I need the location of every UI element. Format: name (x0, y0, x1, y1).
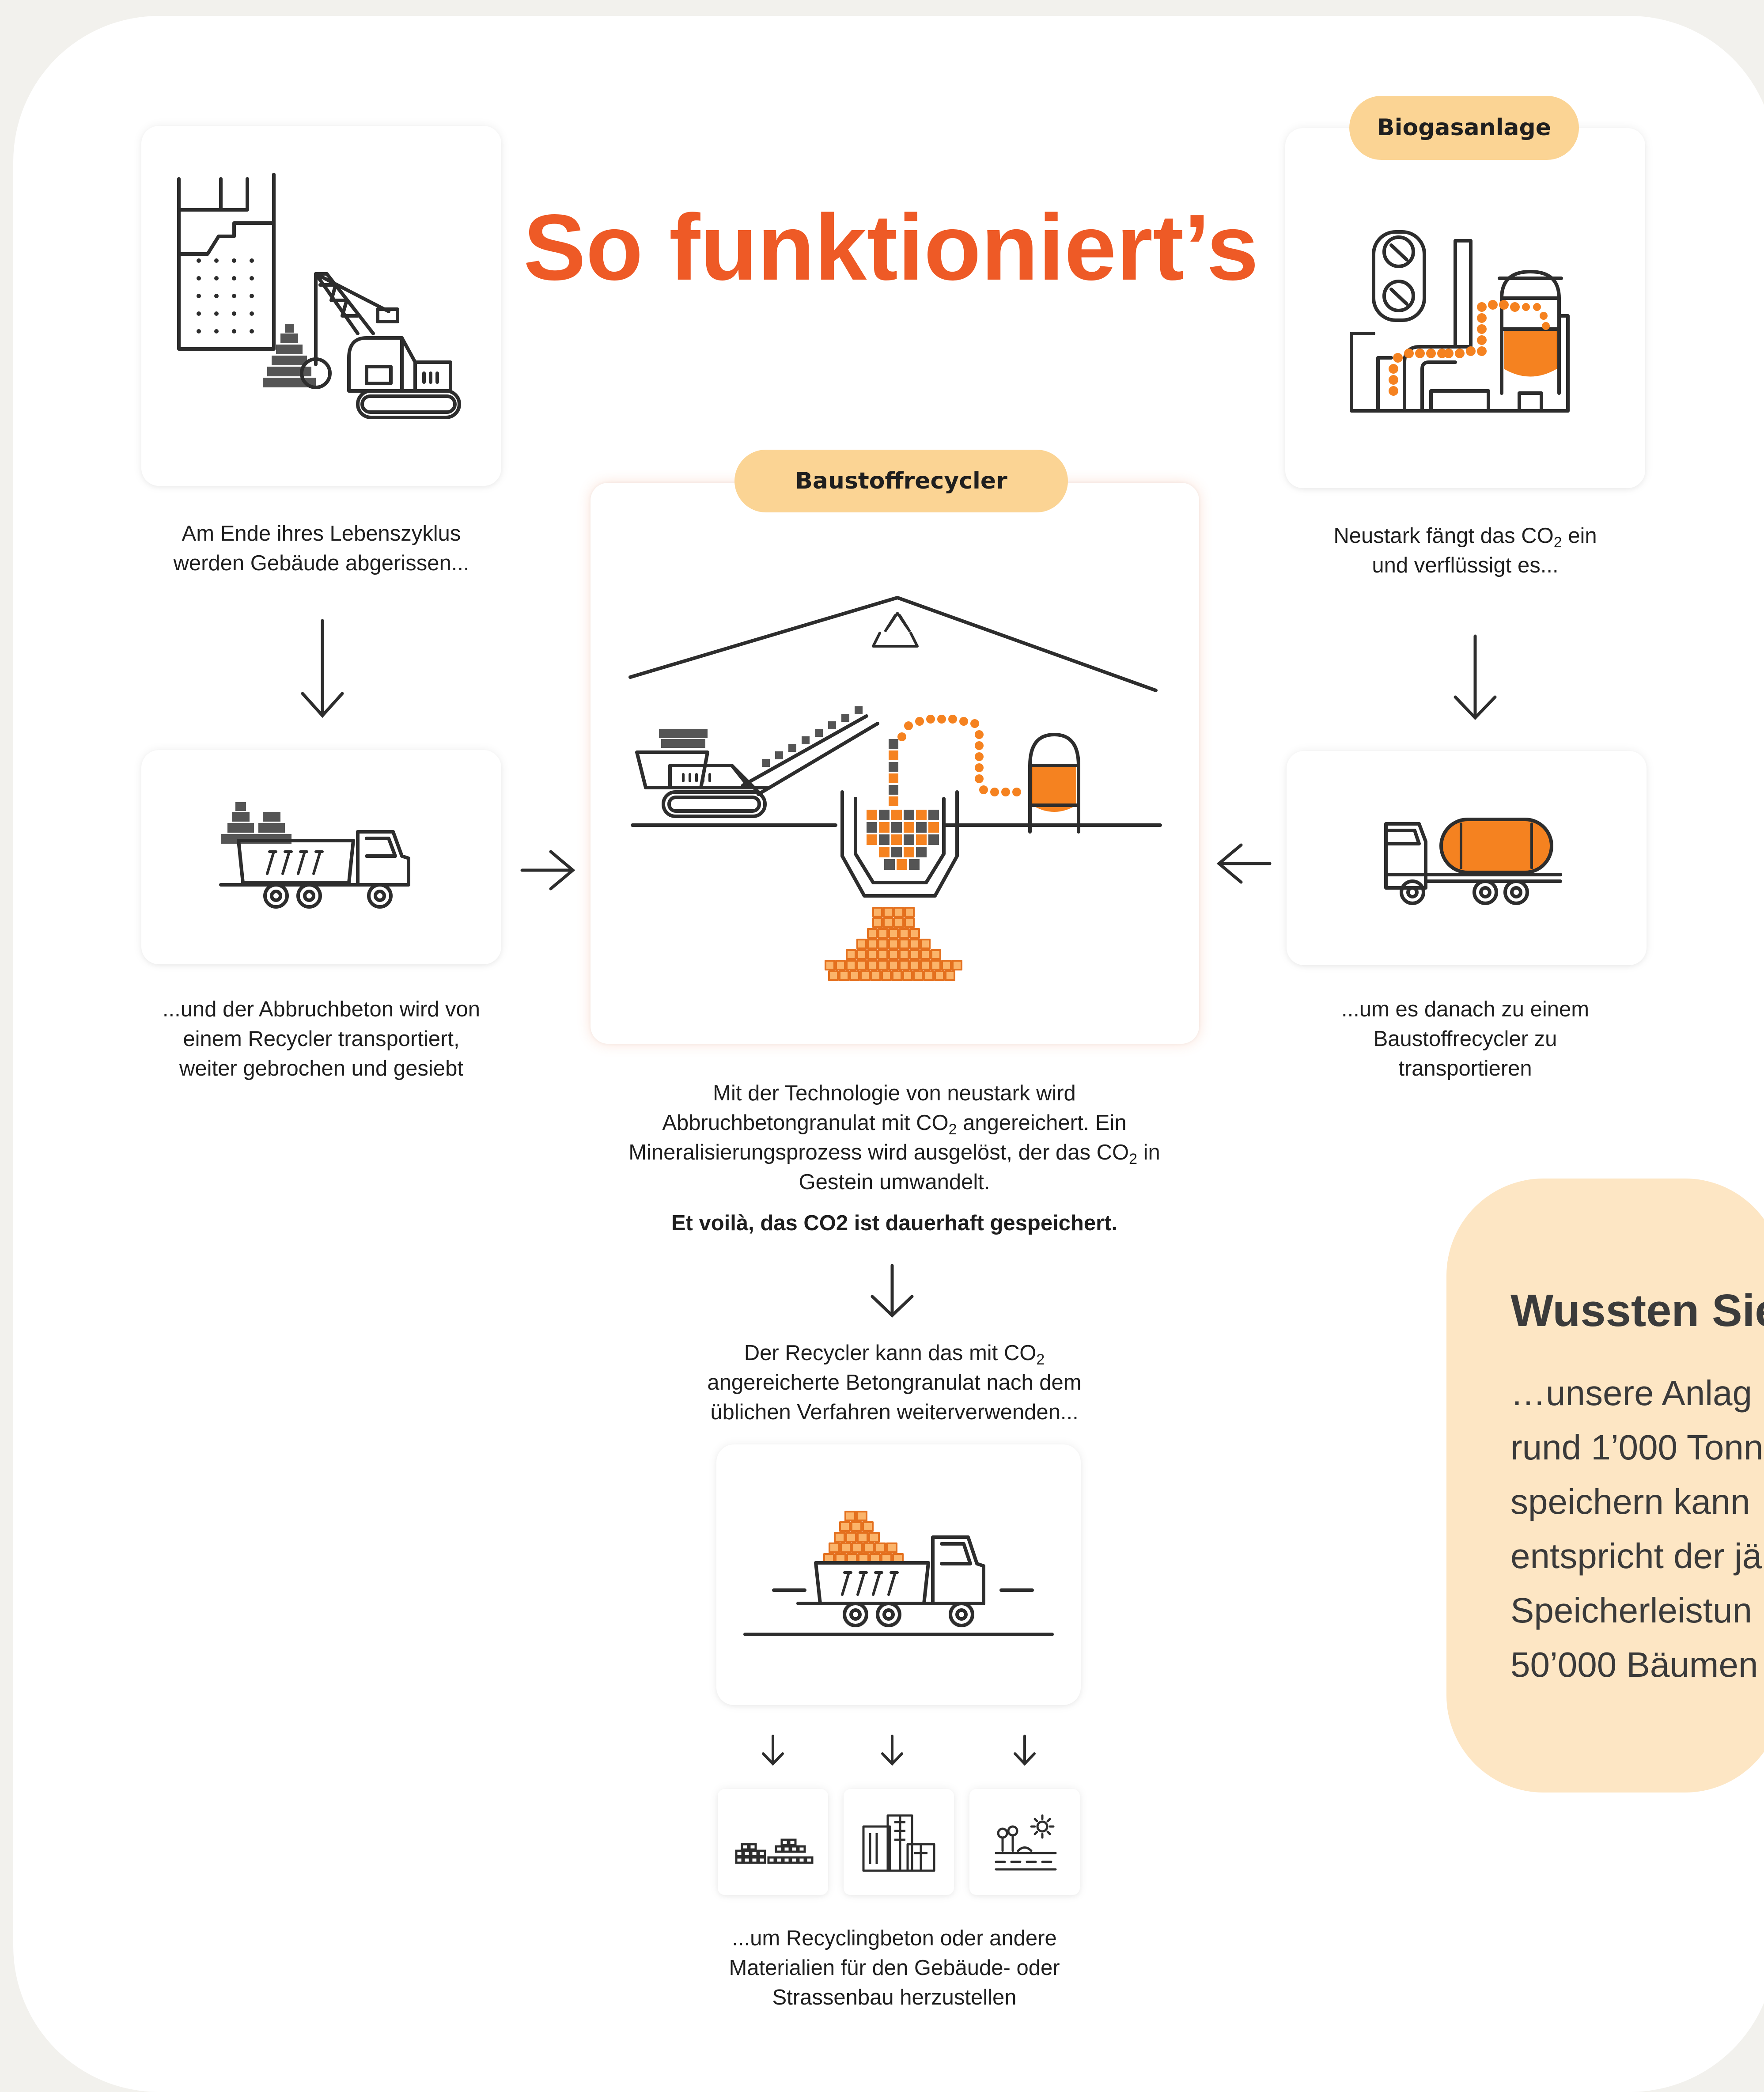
recycler-card (591, 483, 1199, 1044)
technology-caption-text: Mineralisierungsprozess wird ausgelöst, … (628, 1141, 1129, 1164)
loaded-truck-card (716, 1444, 1081, 1705)
truck-co2-caption-line: Baustoffrecycler zu (1373, 1027, 1557, 1051)
technology-caption-line: Abbruchbetongranulat mit CO2 angereicher… (574, 1108, 1215, 1138)
buildings-icon (862, 1814, 935, 1872)
loaded-truck-icon (743, 1511, 1054, 1636)
recycling-plant-icon (628, 596, 1162, 981)
biogas-badge: Biogasanlage (1349, 96, 1579, 160)
transport-caption-line: weiter gebrochen und gesiebt (179, 1057, 463, 1080)
bricks-card (718, 1789, 828, 1895)
dump-truck-card (141, 750, 501, 964)
final-caption-line: Strassenbau herzustellen (772, 1986, 1017, 2009)
fact-line: rund 1’000 Tonn (1510, 1428, 1764, 1467)
co2-tanker-truck-icon (1384, 818, 1562, 905)
transport-caption-line: einem Recycler transportiert, (183, 1027, 460, 1051)
technology-caption-line: Gestein umwandelt. (799, 1170, 990, 1194)
final-caption: ...um Recyclingbeton oder andere Materia… (640, 1924, 1148, 2012)
down-arrow-icon (881, 1735, 903, 1766)
capture-caption-line: und verflüssigt es... (1372, 553, 1559, 577)
fact-line: speichern kann (1510, 1482, 1750, 1521)
co2-subscript: 2 (1553, 534, 1562, 551)
bricks-icon (735, 1838, 814, 1864)
reuse-caption-line: angereicherte Betongranulat nach dem (707, 1371, 1082, 1395)
biogas-plant-icon (1350, 230, 1570, 413)
tanker-truck-card (1287, 751, 1647, 965)
down-arrow-icon (1454, 634, 1497, 720)
fact-title: Wussten Sie (1510, 1285, 1764, 1336)
right-arrow-icon (520, 850, 575, 891)
buildings-card (844, 1789, 954, 1895)
capture-caption-line: Neustark fängt das CO2 ein (1241, 521, 1689, 551)
reuse-caption-text: Der Recycler kann das mit CO (744, 1341, 1037, 1365)
left-arrow-icon (1216, 843, 1272, 884)
technology-caption: Mit der Technologie von neustark wird Ab… (574, 1079, 1215, 1238)
demolition-crane-icon (177, 173, 461, 419)
down-arrow-icon (871, 1264, 914, 1318)
fact-box: Wussten Sie …unsere Anlag rund 1’000 Ton… (1446, 1179, 1764, 1793)
fact-line: …unsere Anlag (1510, 1373, 1753, 1413)
recycler-badge: Baustoffrecycler (734, 450, 1068, 512)
technology-caption-line: Mineralisierungsprozess wird ausgelöst, … (574, 1138, 1215, 1167)
biogas-card (1285, 128, 1645, 488)
transport-caption: ...und der Abbruchbeton wird von einem R… (97, 995, 545, 1084)
down-arrow-icon (301, 619, 344, 718)
technology-caption-line: Mit der Technologie von neustark wird (713, 1081, 1076, 1105)
co2-subscript: 2 (1036, 1351, 1045, 1368)
co2-subscript: 2 (1129, 1151, 1138, 1167)
down-arrow-icon (762, 1735, 784, 1766)
reuse-caption-line: Der Recycler kann das mit CO2 (618, 1338, 1170, 1368)
co2-subscript: 2 (948, 1121, 957, 1138)
final-caption-line: Materialien für den Gebäude- oder (729, 1956, 1060, 1980)
truck-co2-caption: ...um es danach zu einem Baustoffrecycle… (1241, 995, 1689, 1084)
transport-caption-line: ...und der Abbruchbeton wird von (162, 997, 481, 1021)
technology-caption-text: Abbruchbetongranulat mit CO (662, 1111, 949, 1135)
fact-line: Speicherleistun (1510, 1591, 1752, 1630)
demolition-caption: Am Ende ihres Lebenszyklus werden Gebäud… (97, 519, 545, 578)
truck-co2-caption-line: ...um es danach zu einem (1341, 997, 1590, 1021)
road-card (969, 1789, 1080, 1895)
demolition-caption-line: Am Ende ihres Lebenszyklus (182, 522, 461, 546)
road-icon (995, 1814, 1057, 1871)
page-title: So funktioniert’s (523, 195, 1259, 299)
voila-statement: Et voilà, das CO2 ist dauerhaft gespeich… (671, 1211, 1118, 1235)
final-caption-line: ...um Recyclingbeton oder andere (732, 1926, 1057, 1950)
fact-line: 50’000 Bäumen (1510, 1645, 1758, 1684)
demolition-caption-line: werden Gebäude abgerissen... (173, 551, 469, 575)
capture-caption: Neustark fängt das CO2 ein und verflüssi… (1241, 521, 1689, 580)
truck-co2-caption-line: transportieren (1398, 1057, 1532, 1080)
capture-caption-text: ein (1562, 524, 1597, 548)
technology-caption-text: in (1137, 1141, 1160, 1164)
reuse-caption: Der Recycler kann das mit CO2 angereiche… (618, 1338, 1170, 1427)
fact-line: entspricht der jä (1510, 1536, 1762, 1576)
demolition-card (141, 126, 501, 486)
capture-caption-text: Neustark fängt das CO (1333, 524, 1554, 548)
down-arrow-icon (1014, 1735, 1036, 1766)
dump-truck-icon (219, 802, 410, 909)
reuse-caption-line: üblichen Verfahren weiterverwenden... (710, 1400, 1079, 1424)
technology-caption-text: angereichert. Ein (957, 1111, 1127, 1135)
